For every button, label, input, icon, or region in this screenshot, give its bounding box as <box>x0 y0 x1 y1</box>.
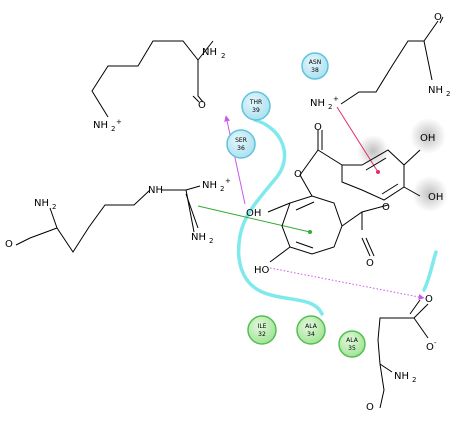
carbonyl-o-label: O <box>434 12 442 23</box>
asn38-name: ASN <box>309 59 321 66</box>
svg-text:-: - <box>434 339 437 347</box>
ala34-name: ALA <box>305 323 318 330</box>
amine-label: NH <box>428 85 443 96</box>
svg-text:2: 2 <box>111 125 115 133</box>
ammonium-label: NH <box>310 98 325 109</box>
ile32-name: ILE <box>258 323 267 330</box>
thr39-disc <box>241 91 271 121</box>
carbonyl-o-label: O <box>366 402 374 413</box>
residue-chain-bottom-right: O O - NH 2 O <box>366 294 437 413</box>
svg-text:2: 2 <box>209 237 213 245</box>
svg-text:+: + <box>333 95 339 103</box>
svg-text:2: 2 <box>412 376 416 384</box>
exposure-halo <box>412 176 448 212</box>
residue-ser36: SER 36 <box>226 129 256 159</box>
amine-label: NH <box>394 371 409 382</box>
svg-text:2: 2 <box>328 103 332 111</box>
pocket-contour <box>422 250 438 292</box>
ring-o-label: O <box>294 169 302 180</box>
ligand-ellagic-acid: O O O O OH OH OH HO <box>246 122 443 276</box>
amine-label: NH <box>202 47 217 58</box>
residue-ala35: ALA 35 <box>338 330 366 358</box>
residue-asn38: ASN 38 <box>301 52 329 80</box>
ring-o-label: O <box>382 202 390 213</box>
svg-text:+: + <box>116 118 122 126</box>
ala34-disc <box>296 315 326 345</box>
asn38-number: 38 <box>311 67 319 74</box>
ammonium-label: NH <box>93 120 108 131</box>
lactone-o-label: O <box>366 258 374 269</box>
hydroxyl-label: OH <box>428 192 443 203</box>
binding-pocket-outline <box>236 118 438 316</box>
guanidinium-label: NH <box>202 180 217 191</box>
svg-text:2: 2 <box>221 52 225 60</box>
ala35-disc <box>338 330 366 358</box>
guanidine-nh2-label: NH <box>191 232 206 243</box>
ile32-disc <box>247 315 277 345</box>
lactone-o-label: O <box>314 122 322 133</box>
carboxylate-o-label: O <box>425 294 433 305</box>
residue-chain-top-right: O NH 2 NH 2 + <box>310 12 450 111</box>
hydroxyl-label: OH <box>246 208 261 219</box>
ring-centroid <box>308 230 312 234</box>
ala35-number: 35 <box>348 345 356 352</box>
svg-text:+: + <box>225 177 231 185</box>
svg-text:2: 2 <box>52 203 56 211</box>
pocket-contour <box>236 118 324 316</box>
residue-chain-top-left: NH 2 O NH 2 + <box>91 40 225 133</box>
ser36-name: SER <box>235 137 247 144</box>
amine-label: NH <box>34 198 49 209</box>
hbond-ser36-thr39 <box>224 115 246 205</box>
hydroxyl-label: OH <box>420 133 435 144</box>
thr39-number: 39 <box>252 107 260 114</box>
interaction-lines <box>197 106 425 300</box>
hbond-to-carboxylate <box>269 267 425 300</box>
svg-text:2: 2 <box>446 90 450 98</box>
carbonyl-o-label: O <box>5 239 13 250</box>
thr39-name: THR <box>249 99 262 106</box>
ser36-number: 36 <box>237 145 245 152</box>
exposure-halo <box>410 118 446 154</box>
residue-ala34: ALA 34 <box>296 315 326 345</box>
ser36-disc <box>226 129 256 159</box>
residue-ile32: ILE 32 <box>247 315 277 345</box>
residue-chain-arginine: O NH 2 NH NH 2 + NH 2 <box>5 177 231 253</box>
carbonyl-o-label: O <box>198 100 206 111</box>
ala35-name: ALA <box>346 337 359 344</box>
svg-text:2: 2 <box>220 185 224 193</box>
exposure-halo <box>357 135 389 167</box>
imine-label: NH <box>148 185 163 196</box>
ile32-number: 32 <box>258 331 266 338</box>
residue-thr39: THR 39 <box>241 91 271 121</box>
carboxylate-o-minus-label: O <box>426 342 434 353</box>
pi-cation-arg <box>197 205 311 233</box>
ala34-number: 34 <box>307 331 315 338</box>
ring-centroid <box>376 170 380 174</box>
hydroxyl-label: HO <box>254 265 270 276</box>
asn38-disc <box>301 52 329 80</box>
cation-pi-lys <box>336 106 379 173</box>
solvent-exposure-halos <box>357 118 448 212</box>
